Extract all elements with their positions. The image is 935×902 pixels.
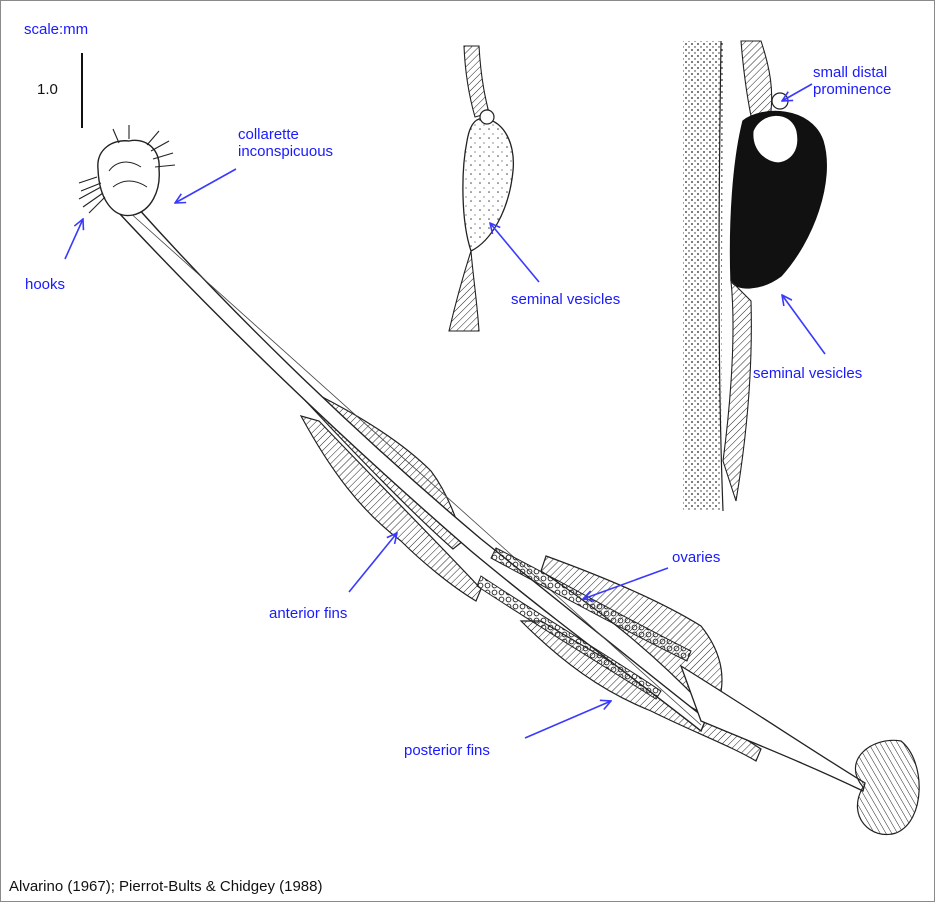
label-hooks: hooks (25, 276, 65, 293)
arrow-posterior-fins (525, 701, 611, 738)
arrow-anterior-fins (349, 533, 397, 592)
arrow-seminal-vesicles-2 (782, 295, 825, 354)
caudal-fin (855, 740, 919, 834)
label-ovaries: ovaries (672, 549, 720, 566)
arrow-collarette (175, 169, 236, 203)
label-anterior-fins: anterior fins (269, 605, 347, 622)
label-posterior-fins: posterior fins (404, 742, 490, 759)
inset-seminal-vesicle-dark (683, 41, 826, 511)
figure-caption: Alvarino (1967); Pierrot-Bults & Chidgey… (9, 878, 322, 895)
label-seminal-vesicles-2: seminal vesicles (753, 365, 862, 382)
scale-value: 1.0 (37, 81, 58, 98)
label-small-distal-prominence: small distal prominence (813, 64, 891, 98)
arrow-small-distal-prominence (782, 84, 812, 101)
inset-seminal-vesicle (449, 46, 513, 331)
arrow-seminal-vesicles-1 (490, 223, 539, 282)
scale-title: scale:mm (24, 21, 88, 38)
label-collarette: collarette inconspicuous (238, 126, 333, 160)
head (98, 140, 159, 215)
arrow-hooks (65, 219, 83, 259)
label-seminal-vesicles-1: seminal vesicles (511, 291, 620, 308)
seminal-vesicle-shape (463, 119, 513, 251)
